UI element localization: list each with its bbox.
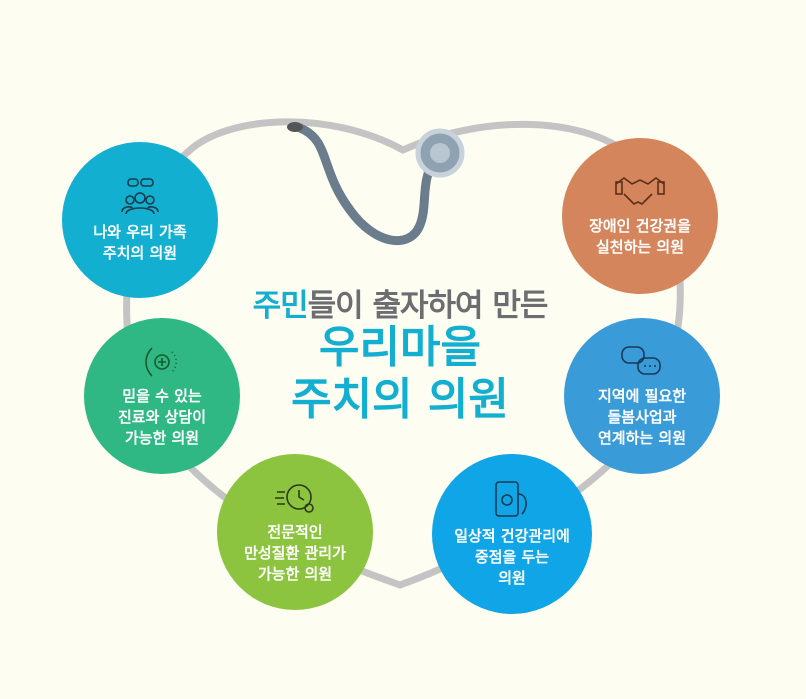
item-label: 전문적인 만성질환 관리가 가능한 의원	[244, 522, 346, 583]
clock-plus-icon	[275, 483, 314, 513]
phone-medical-icon	[145, 346, 177, 377]
item-daily-health: 일상적 건강관리에 중점을 두는 의원	[432, 454, 592, 614]
item-label: 나와 우리 가족 주치의 의원	[93, 223, 187, 262]
item-label: 장애인 건강권을 실천하는 의원	[589, 217, 691, 256]
main-title: 우리마을 주치의 의원	[291, 322, 509, 425]
item-disability-health: 장애인 건강권을 실천하는 의원	[562, 138, 718, 294]
subtitle-highlight: 주민	[252, 288, 309, 324]
item-label: 지역에 필요한 돌봄사업과 연계하는 의원	[597, 386, 687, 447]
stethoscope-icon	[287, 122, 465, 245]
item-family-doctor: 나와 우리 가족 주치의 의원	[62, 142, 218, 298]
family-chat-icon	[121, 178, 159, 215]
item-community-care: 지역에 필요한 돌봄사업과 연계하는 의원	[564, 318, 720, 474]
item-label: 믿을 수 있는 진료와 상담이 가능한 의원	[117, 386, 207, 447]
tablet-stethoscope-icon	[495, 480, 527, 517]
item-label: 일상적 건강관리에 중점을 두는 의원	[454, 526, 570, 587]
item-trusted-care: 믿을 수 있는 진료와 상담이 가능한 의원	[84, 318, 240, 474]
subtitle: 주민들이 출자하여 만든	[190, 280, 610, 325]
handshake-icon	[615, 177, 665, 205]
item-chronic-care: 전문적인 만성질환 관리가 가능한 의원	[217, 454, 373, 610]
chat-bubbles-icon	[621, 345, 661, 375]
subtitle-rest: 들이 출자하여 만든	[307, 288, 549, 324]
